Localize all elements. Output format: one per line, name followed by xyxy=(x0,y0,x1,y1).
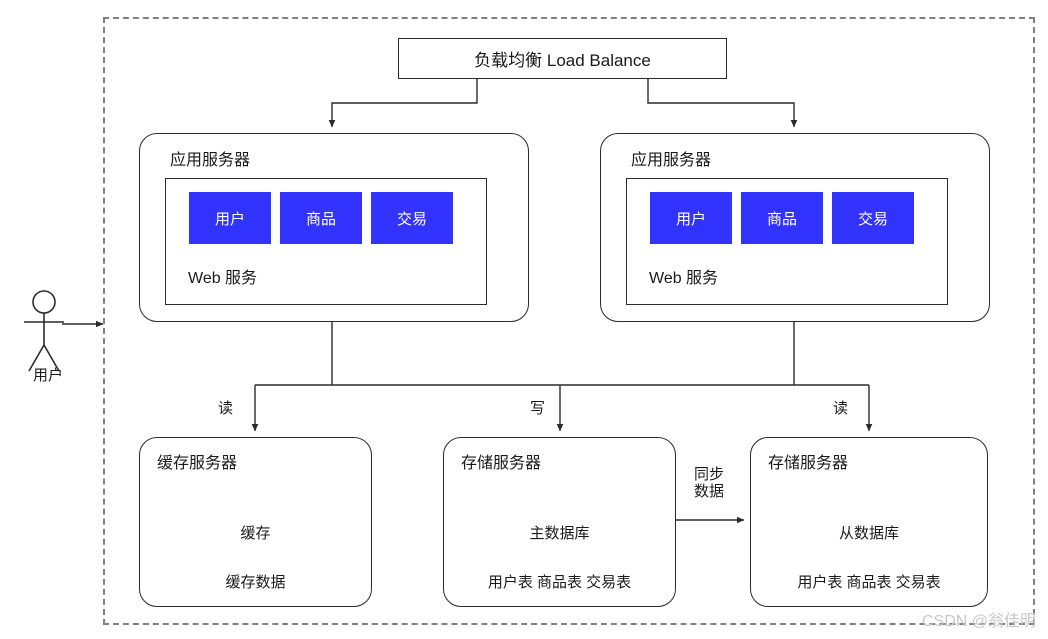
edge-label-sync-data: 同步 数据 xyxy=(688,466,730,501)
cache-cylinder-label: 缓存 xyxy=(240,525,271,542)
module-transaction-left[interactable]: 交易 xyxy=(371,192,453,244)
master-cylinder-label: 主数据库 xyxy=(529,525,590,542)
module-product-left[interactable]: 商品 xyxy=(280,192,362,244)
edge-label-read-cache: 读 xyxy=(218,400,234,418)
master-cylinder: 主数据库 xyxy=(516,488,604,556)
node-load-balance[interactable]: 负载均衡 Load Balance xyxy=(398,38,727,79)
node-cache-server[interactable]: 缓存服务器 缓存 缓存数据 xyxy=(139,437,372,607)
storage-slave-footer: 用户表 商品表 交易表 xyxy=(797,574,941,591)
node-app-server-left[interactable]: 应用服务器 用户 商品 交易 Web 服务 xyxy=(139,133,529,322)
load-balance-label: 负载均衡 Load Balance xyxy=(474,51,651,70)
slave-cylinder-wrap: 从数据库 xyxy=(751,488,987,556)
node-storage-server-slave[interactable]: 存储服务器 从数据库 用户表 商品表 交易表 xyxy=(750,437,988,607)
slave-cylinder-label: 从数据库 xyxy=(838,525,899,542)
cache-server-footer: 缓存数据 xyxy=(225,574,286,591)
sync-label-line1: 同步 xyxy=(693,466,724,483)
edge-label-read-slave: 读 xyxy=(833,400,849,418)
node-app-server-right[interactable]: 应用服务器 用户 商品 交易 Web 服务 xyxy=(600,133,990,322)
storage-master-title: 存储服务器 xyxy=(461,455,542,472)
master-cylinder-wrap: 主数据库 xyxy=(444,488,675,556)
node-storage-server-master[interactable]: 存储服务器 主数据库 用户表 商品表 交易表 xyxy=(443,437,676,607)
module-product-right[interactable]: 商品 xyxy=(741,192,823,244)
app-server-right-title: 应用服务器 xyxy=(631,152,712,169)
module-row-left: 用户 商品 交易 xyxy=(189,192,453,244)
cache-cylinder: 缓存 xyxy=(212,488,300,556)
module-user-right[interactable]: 用户 xyxy=(650,192,732,244)
app-server-left-title: 应用服务器 xyxy=(170,152,251,169)
web-service-panel-left: 用户 商品 交易 Web 服务 xyxy=(165,178,487,305)
slave-cylinder: 从数据库 xyxy=(825,488,913,556)
actor-user: 用户 xyxy=(18,286,78,386)
actor-label: 用户 xyxy=(32,367,63,384)
system-boundary xyxy=(103,17,1035,625)
module-user-left[interactable]: 用户 xyxy=(189,192,271,244)
storage-master-footer: 用户表 商品表 交易表 xyxy=(487,574,632,591)
module-row-right: 用户 商品 交易 xyxy=(650,192,914,244)
watermark: CSDN @翁佳明 xyxy=(921,613,1036,630)
storage-slave-title: 存储服务器 xyxy=(768,455,849,472)
sync-label-line2: 数据 xyxy=(693,483,724,501)
cache-cylinder-wrap: 缓存 xyxy=(140,488,371,556)
web-service-label-right: Web 服务 xyxy=(649,270,719,287)
module-transaction-right[interactable]: 交易 xyxy=(832,192,914,244)
web-service-label-left: Web 服务 xyxy=(188,270,258,287)
cache-server-title: 缓存服务器 xyxy=(157,455,238,472)
web-service-panel-right: 用户 商品 交易 Web 服务 xyxy=(626,178,948,305)
edge-label-write-master: 写 xyxy=(530,400,546,418)
